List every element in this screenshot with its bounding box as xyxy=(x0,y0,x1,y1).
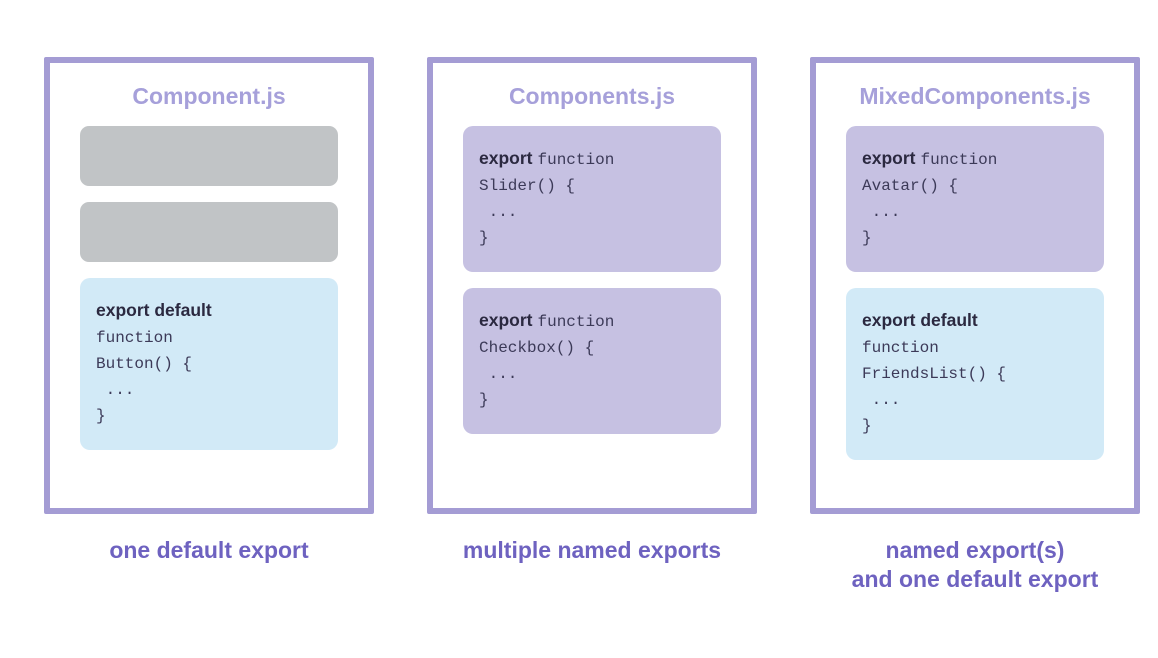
code-line: } xyxy=(479,391,489,409)
export-keyword: export xyxy=(479,148,533,168)
file-title-components-js: Components.js xyxy=(508,83,676,109)
export-default-keyword: export default xyxy=(862,310,978,330)
code-line: ... xyxy=(862,203,901,221)
caption-one-default-export: one default export xyxy=(44,536,374,594)
code-line: } xyxy=(96,407,106,425)
code-line: ... xyxy=(862,391,901,409)
function-keyword: function xyxy=(537,313,615,331)
caption-line: multiple named exports xyxy=(462,537,722,563)
export-default-keyword: export default xyxy=(96,300,212,320)
file-title-component-js: Component.js xyxy=(132,83,286,109)
code-line: FriendsList() { xyxy=(862,365,1007,383)
code-line: Button() { xyxy=(96,355,193,373)
code-line: } xyxy=(479,229,489,247)
code-line: ... xyxy=(479,365,518,383)
code-line: Checkbox() { xyxy=(479,339,595,357)
panel-blocks: export default function Button() { ... } xyxy=(50,108,368,450)
caption-line: named export(s) xyxy=(885,537,1065,563)
caption-multiple-named-exports: multiple named exports xyxy=(427,536,757,594)
default-export-code-block: export default function Button() { ... } xyxy=(80,278,338,450)
code-line: ... xyxy=(479,203,518,221)
panels-row: Component.js export default function But… xyxy=(44,57,1140,514)
function-keyword: function xyxy=(920,151,998,169)
code-line: ... xyxy=(96,381,135,399)
default-export-code-block: export default function FriendsList() { … xyxy=(846,288,1104,460)
code-line: function xyxy=(862,339,939,357)
caption-named-and-default-export: named export(s) and one default export xyxy=(810,536,1140,594)
placeholder-block xyxy=(80,202,338,262)
export-keyword: export xyxy=(479,310,533,330)
code-line: } xyxy=(862,417,872,435)
caption-line: one default export xyxy=(109,537,309,563)
file-title-mixed-components-js: MixedComponents.js xyxy=(859,83,1091,109)
code-line: Avatar() { xyxy=(862,177,959,195)
code-line: } xyxy=(862,229,872,247)
code-line: function xyxy=(96,329,173,347)
placeholder-block xyxy=(80,126,338,186)
captions-row: one default export multiple named export… xyxy=(44,536,1140,594)
code-line: Slider() { xyxy=(479,177,576,195)
panel-component-js: Component.js export default function But… xyxy=(44,57,374,514)
export-keyword: export xyxy=(862,148,916,168)
caption-line: and one default export xyxy=(851,566,1099,592)
function-keyword: function xyxy=(537,151,615,169)
